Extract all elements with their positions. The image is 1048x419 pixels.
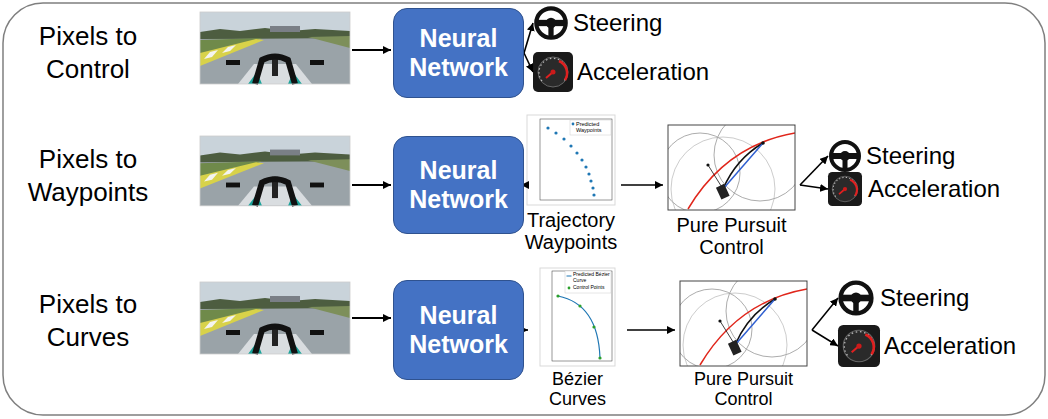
box-title: Neural Network	[400, 156, 517, 214]
flow-arrow	[812, 330, 838, 346]
flow-arrow	[524, 329, 528, 331]
acceleration-output: Acceleration	[533, 52, 715, 92]
acceleration-output: Acceleration	[828, 172, 1006, 206]
neural-network-box: Neural Network	[393, 280, 524, 380]
output-label: Acceleration	[868, 177, 1000, 201]
output-label: Steering	[866, 144, 955, 168]
plot-caption: Bézier Curves	[528, 370, 627, 410]
flow-arrow	[627, 329, 675, 331]
flow-arrow	[812, 298, 838, 330]
input-arrow	[352, 317, 391, 319]
box-title: Neural Network	[400, 301, 517, 359]
waypoint-plot	[527, 115, 615, 205]
steering-output: Steering	[533, 6, 668, 40]
steering-wheel-icon	[536, 8, 565, 37]
row-label: Pixels to Curves	[5, 288, 171, 353]
speedometer-icon	[533, 52, 573, 92]
waypoint-plot-node: Trajectory Waypoints	[521, 113, 621, 253]
steering-wheel-icon	[831, 142, 859, 170]
plot-caption: Pure Pursuit Control	[663, 214, 800, 258]
output-label: Acceleration	[577, 60, 709, 84]
speedometer-icon	[828, 172, 862, 206]
row-label: Pixels to Control	[5, 20, 171, 85]
input-arrow	[352, 49, 391, 51]
plot-legend-text: Predicted Waypoints	[576, 121, 611, 133]
flow-arrow	[800, 185, 828, 189]
output-label: Steering	[573, 11, 662, 35]
steering-output: Steering	[828, 140, 961, 172]
flow-arrow	[524, 53, 533, 72]
output-label: Acceleration	[884, 334, 1016, 358]
speedometer-icon	[838, 325, 880, 367]
plot-legend-text: Control Points	[573, 285, 611, 291]
flow-arrow	[800, 156, 828, 185]
row-label: Pixels to Waypoints	[5, 143, 171, 208]
flow-arrow	[524, 23, 533, 53]
flow-arrow	[621, 184, 663, 186]
game-frame	[200, 282, 350, 354]
plot-legend-text: Predicted Bézier Curve	[573, 272, 611, 283]
plot-caption: Trajectory Waypoints	[521, 209, 621, 253]
game-frame	[200, 136, 350, 206]
input-arrow	[352, 184, 391, 186]
game-frame	[200, 12, 350, 84]
pure-pursuit-node: Pure Pursuit Control	[663, 122, 800, 258]
acceleration-output: Acceleration	[838, 325, 1022, 367]
pure-pursuit-node: Pure Pursuit Control	[675, 279, 812, 410]
steering-output: Steering	[838, 280, 975, 316]
bezier-plot	[540, 268, 615, 366]
steering-wheel-icon	[841, 283, 872, 314]
output-label: Steering	[880, 286, 969, 310]
neural-network-box: Neural Network	[393, 8, 524, 98]
box-title: Neural Network	[400, 24, 517, 82]
neural-network-box: Neural Network	[393, 136, 524, 234]
outer-frame	[3, 3, 1045, 415]
plot-caption: Pure Pursuit Control	[675, 370, 812, 410]
